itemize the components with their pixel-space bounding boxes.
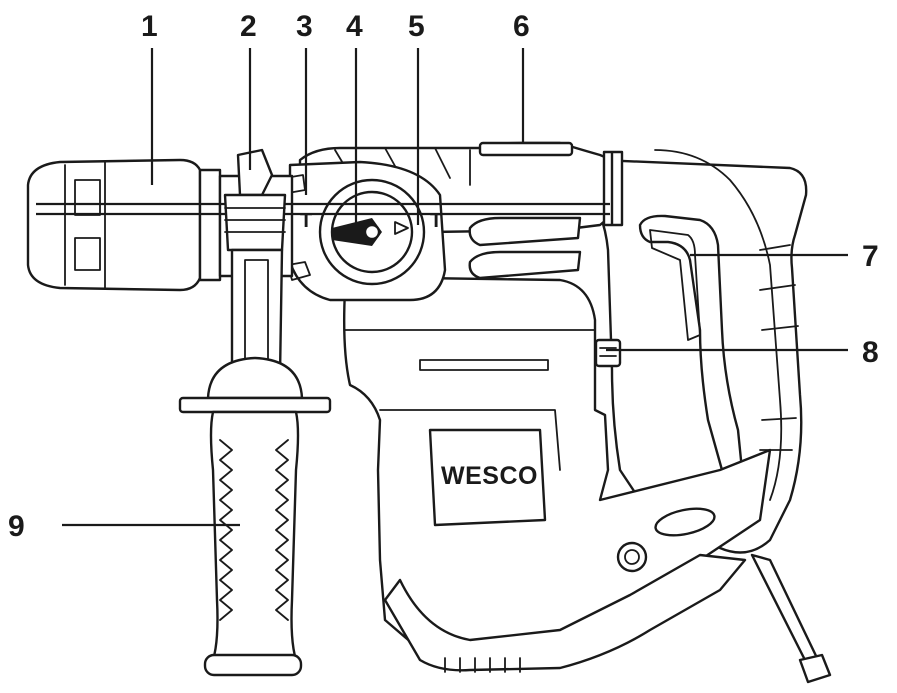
chuck-grip-lines (64, 161, 106, 289)
clamp-collar-stack (223, 193, 287, 252)
brand-label: WESCO (441, 462, 538, 490)
base-vents (444, 657, 521, 673)
callout-3: 3 (296, 10, 313, 43)
housing-ring (602, 150, 624, 227)
hammer-symbol-icon: T (430, 210, 442, 232)
callout-6: 6 (513, 10, 530, 43)
callout-8: 8 (862, 336, 879, 369)
aux-handle-cup (206, 356, 304, 400)
callout-labels: 1 2 3 4 5 6 7 8 9 (8, 10, 879, 543)
selector-pin (363, 223, 381, 241)
chuck-collar (198, 168, 222, 282)
top-button-switch (478, 141, 574, 157)
callout-1: 1 (141, 10, 158, 43)
leader-lines (62, 48, 848, 527)
depth-stop-clamp (236, 148, 274, 197)
aux-handle-arm (230, 248, 284, 377)
callout-5: 5 (408, 10, 425, 43)
base-shoe (383, 553, 747, 672)
drill-symbol-icon: T (300, 210, 312, 232)
selector-arrow-icon (394, 221, 409, 235)
cord-end (798, 653, 832, 684)
side-hex-bolt-inner (624, 549, 640, 565)
front-vent-slot-1 (468, 216, 582, 247)
clamp-ridges (224, 207, 286, 233)
callout-2: 2 (240, 10, 257, 43)
hammer-drill-illustration: WESCO T T (26, 141, 832, 684)
handle-grip-slot (649, 229, 701, 341)
callout-9: 9 (8, 510, 25, 543)
aux-handle-flange (178, 396, 332, 414)
lock-switch (594, 338, 622, 368)
brand-panel (428, 428, 547, 527)
callout-7: 7 (862, 240, 879, 273)
side-slot (654, 507, 716, 537)
side-hex-bolt (616, 541, 648, 573)
rear-vent-ribs (759, 244, 799, 451)
chuck (26, 158, 202, 292)
aux-handle-end-cap (203, 653, 303, 677)
rear-contour (654, 149, 783, 501)
power-cord (750, 553, 820, 668)
front-vent-slot-2 (468, 250, 582, 280)
aux-grip-texture (219, 439, 289, 621)
callout-4: 4 (346, 10, 363, 43)
lock-switch-ridges (599, 347, 617, 357)
lower-body-seam (344, 329, 596, 471)
